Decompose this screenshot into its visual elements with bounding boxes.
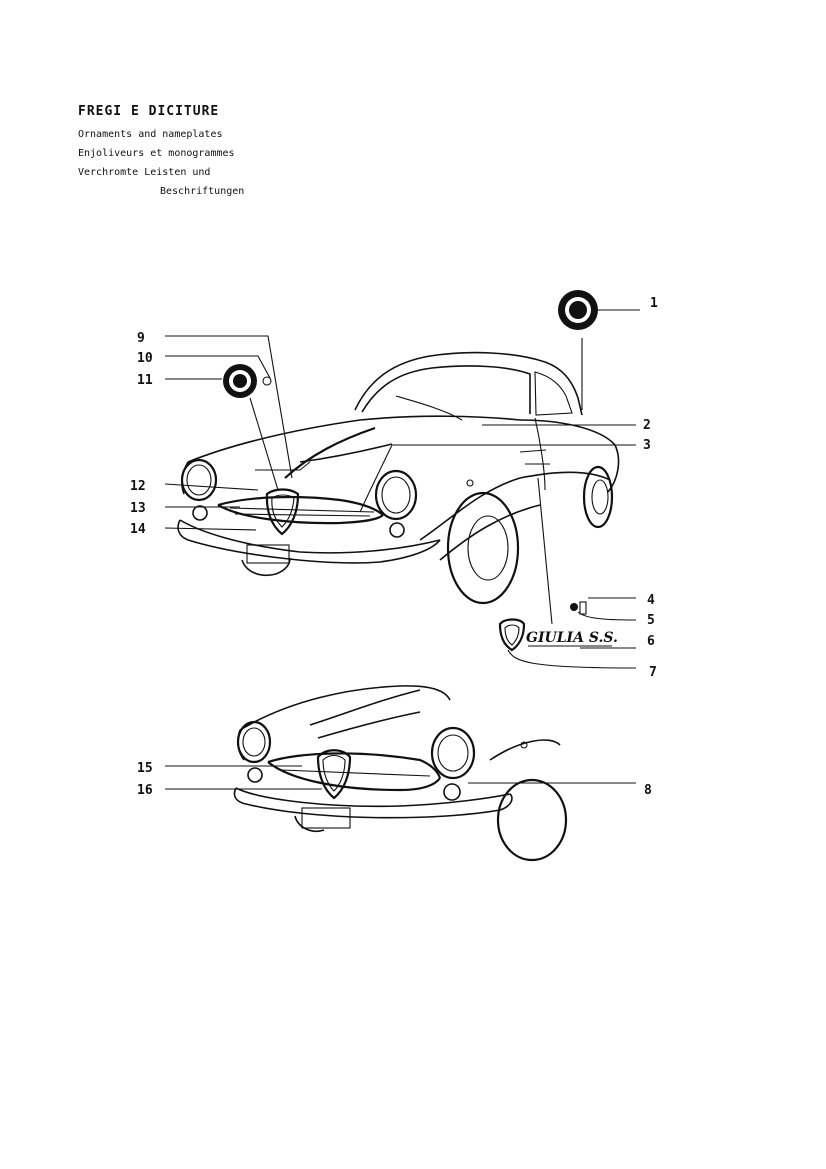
callout-15: 15 bbox=[137, 761, 153, 776]
emblem-1 bbox=[558, 290, 598, 330]
callout-8: 8 bbox=[644, 783, 652, 798]
callout-3: 3 bbox=[643, 438, 651, 453]
nameplate-script: GIULIA S.S. bbox=[526, 630, 618, 646]
page-title: FREGI E DICITURE bbox=[78, 104, 220, 119]
subtitle-french: Enjoliveurs et monogrammes bbox=[78, 148, 235, 159]
callout-7: 7 bbox=[649, 665, 657, 680]
upper-car-drawing bbox=[177, 351, 620, 605]
part-fastener-4-5 bbox=[570, 601, 587, 615]
emblem-11 bbox=[223, 364, 272, 398]
callout-labels: 1 2 3 4 5 6 7 8 9 10 11 12 13 14 15 16 bbox=[130, 296, 658, 798]
callout-13: 13 bbox=[130, 501, 146, 516]
callout-1: 1 bbox=[650, 296, 658, 311]
subtitle-german-line2: Beschriftungen bbox=[160, 186, 245, 197]
callout-12: 12 bbox=[130, 479, 146, 494]
subtitle-german-line1: Verchromte Leisten und bbox=[78, 167, 211, 178]
title-block: FREGI E DICITURE Ornaments and nameplate… bbox=[78, 104, 244, 201]
leader-lines bbox=[164, 309, 640, 790]
callout-9: 9 bbox=[137, 331, 145, 346]
part-shield-badge-7 bbox=[498, 618, 526, 652]
callout-16: 16 bbox=[137, 783, 153, 798]
callout-10: 10 bbox=[137, 351, 153, 366]
callout-5: 5 bbox=[647, 613, 655, 628]
subtitle-english: Ornaments and nameplates bbox=[78, 129, 223, 140]
callout-6: 6 bbox=[647, 634, 655, 649]
callout-2: 2 bbox=[643, 418, 651, 433]
part-script-nameplate-6: GIULIA S.S. bbox=[526, 630, 618, 647]
lower-car-drawing bbox=[233, 685, 568, 862]
callout-4: 4 bbox=[647, 593, 655, 608]
callout-11: 11 bbox=[137, 373, 153, 388]
callout-14: 14 bbox=[130, 522, 146, 537]
